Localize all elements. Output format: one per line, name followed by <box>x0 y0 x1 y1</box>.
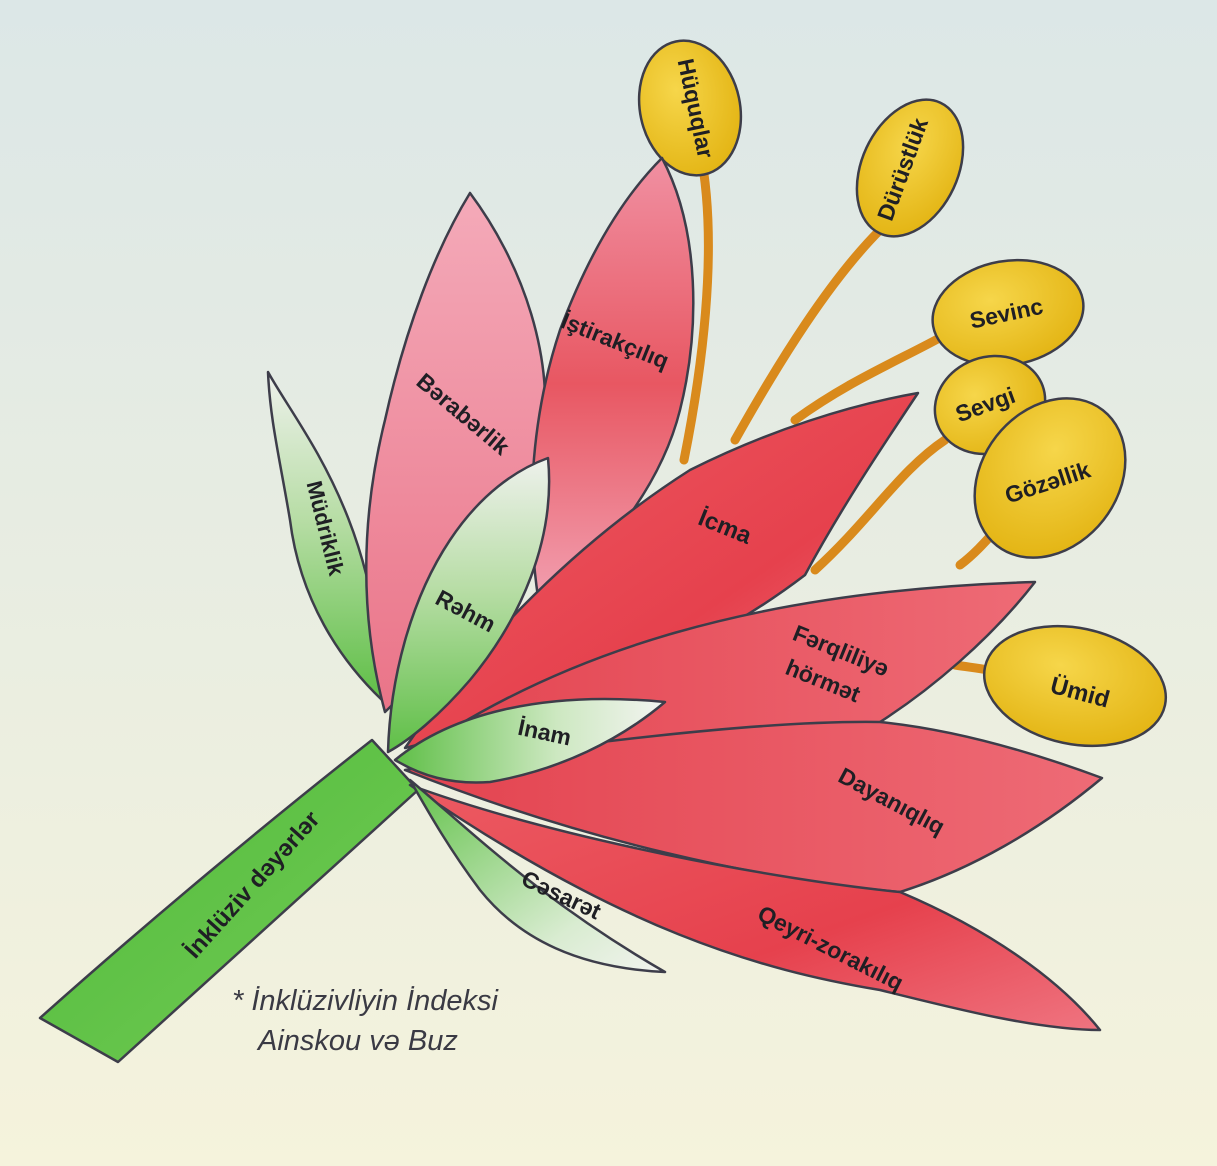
footnote-line1: * İnklüzivliyin İndeksi <box>232 985 499 1017</box>
footnote-line2: Ainskou və Buz <box>256 1025 458 1057</box>
